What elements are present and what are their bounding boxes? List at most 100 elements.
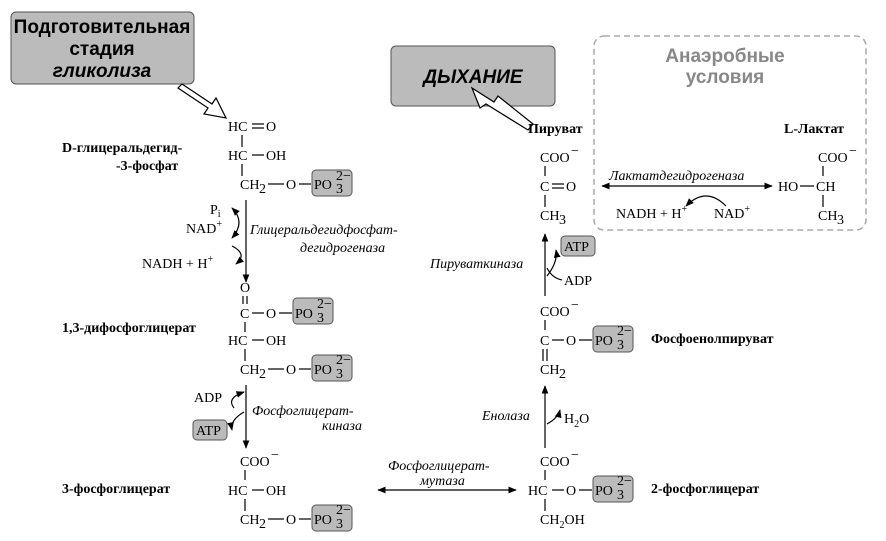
- chem-text: 2: [259, 367, 266, 382]
- chem-text: HC: [228, 484, 247, 499]
- chem-text: HO: [778, 180, 798, 195]
- atp-arrow-icon: [227, 411, 245, 431]
- anaerobic-line2: условия: [686, 67, 765, 88]
- chem-text: OH: [564, 513, 584, 528]
- chem-text: HC: [228, 120, 247, 135]
- phosphate-badge: [292, 297, 334, 325]
- chem-text: COO: [240, 455, 270, 470]
- chem-text: COO: [540, 151, 570, 166]
- chem-text: CH2OH: [540, 513, 585, 531]
- h2o-label: H2O: [564, 412, 589, 430]
- pg2-label: 2-фосфоглицерат: [651, 482, 759, 497]
- chem-text: 2−: [336, 503, 351, 518]
- ldh-nad-label: NAD+: [714, 204, 750, 222]
- ldh-cofactor-arrow-icon: [685, 195, 727, 207]
- gapdh-line2: дегидрогеназа: [300, 241, 385, 256]
- chem-text: C: [240, 307, 249, 322]
- chem-text: 3: [336, 182, 343, 197]
- anaerobic-line1: Анаэробные: [665, 46, 784, 67]
- chem-text: −: [849, 144, 857, 159]
- chem-text: O: [240, 281, 250, 296]
- chem-text: +: [207, 254, 213, 265]
- chem-text: +: [216, 219, 222, 230]
- prep-stage-line2: стадия: [69, 39, 134, 60]
- enolase-label: Енолаза: [481, 409, 530, 424]
- pgk-line1: Фосфоглицерат-: [252, 404, 354, 419]
- chem-text: NADH + H: [616, 207, 681, 222]
- prep-stage-box: Подготовительная стадия гликолиза: [10, 11, 195, 85]
- pep-label: Фосфоенолпируват: [651, 332, 774, 347]
- chem-text: OH: [266, 484, 286, 499]
- atp-label-right: ATP: [564, 240, 589, 255]
- prep-stage-line1: Подготовительная: [14, 17, 191, 38]
- chem-text: O: [566, 484, 576, 499]
- chem-text: CH: [818, 209, 837, 224]
- chem-text: 3: [336, 517, 343, 532]
- pgm-line2: мутаза: [419, 474, 465, 489]
- chem-text: PO: [314, 178, 332, 193]
- chem-text: O: [579, 412, 589, 427]
- chem-text: 2−: [336, 169, 351, 184]
- chem-text: −: [571, 448, 579, 463]
- respiration-box: ДЫХАНИЕ: [390, 45, 556, 107]
- chem-text: H: [564, 412, 574, 427]
- anaerobic-box: Анаэробные условия: [593, 35, 867, 231]
- chem-text: CH: [816, 180, 835, 195]
- chem-text: CH: [240, 178, 259, 193]
- chem-text: PO: [314, 513, 332, 528]
- pyruvate-label: Пируват: [528, 122, 583, 137]
- adp-arrow-icon: [231, 391, 245, 409]
- chem-text: 2: [559, 367, 566, 382]
- chem-text: −: [571, 144, 579, 159]
- chem-text: OH: [266, 149, 286, 164]
- ldh-label: Лактатдегидрогеназа: [608, 169, 744, 184]
- pgk-line2: киназа: [322, 419, 362, 434]
- chem-text: HC: [528, 484, 547, 499]
- nad-label: NAD+: [186, 219, 222, 237]
- chem-text: 2: [559, 520, 564, 531]
- chem-text: C: [540, 334, 549, 349]
- adp-label-left: ADP: [194, 391, 222, 406]
- chem-text: CH: [540, 209, 559, 224]
- gapdh-line1: Глицеральдегидфосфат-: [249, 223, 398, 238]
- chem-text: C: [540, 180, 549, 195]
- phosphate-badge: [311, 354, 353, 382]
- chem-text: 3: [336, 367, 343, 382]
- nadh-arrow-icon: [231, 245, 244, 265]
- chem-text: −: [271, 448, 279, 463]
- prep-stage-line3: гликолиза: [53, 61, 152, 82]
- chem-text: 3: [617, 488, 624, 503]
- chem-text: 2−: [336, 353, 351, 368]
- chem-text: −: [571, 298, 579, 313]
- chem-text: O: [266, 307, 276, 322]
- chem-text: O: [566, 180, 576, 195]
- ldh-nadh-label: NADH + H+: [616, 204, 687, 222]
- respiration-arrow-icon: [470, 86, 534, 131]
- prep-arrow-icon: [177, 83, 228, 119]
- chem-text: NAD: [186, 222, 216, 237]
- h2o-arrow-icon: [546, 409, 562, 425]
- chem-text: OH: [266, 334, 286, 349]
- chem-text: +: [744, 204, 750, 215]
- phosphate-badge: [311, 169, 353, 197]
- pg3-label: 3-фосфоглицерат: [62, 482, 170, 497]
- chem-text: O: [286, 178, 296, 193]
- chem-text: 2−: [317, 297, 332, 312]
- chem-text: 2−: [617, 324, 632, 339]
- chem-text: 2−: [617, 474, 632, 489]
- chem-text: NADH + H: [142, 257, 207, 272]
- chem-text: 3: [617, 338, 624, 353]
- chem-text: COO: [540, 305, 570, 320]
- chem-text: +: [681, 204, 687, 215]
- chem-text: i: [218, 209, 221, 220]
- gapdh-cofactor-arrow-icon: [231, 207, 240, 239]
- g3p-label-line2: -3-фосфат: [116, 159, 178, 174]
- chem-text: O: [566, 334, 576, 349]
- chem-text: NAD: [714, 207, 744, 222]
